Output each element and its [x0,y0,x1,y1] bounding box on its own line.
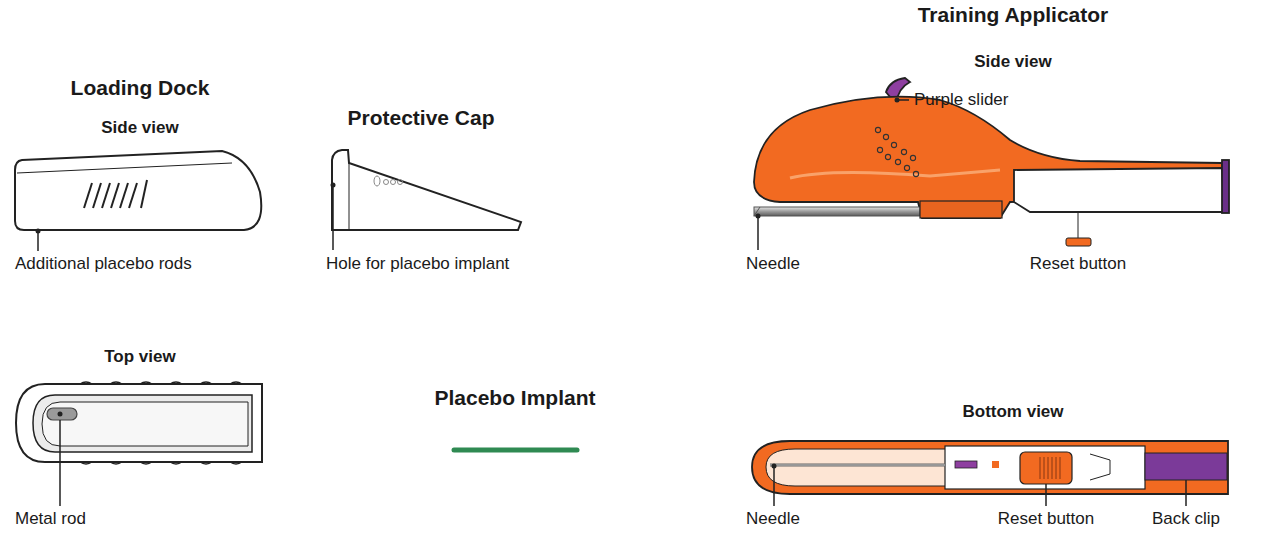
loading-dock-side-part [102,183,110,208]
part-label: Needle [746,509,800,529]
loading-dock-side-part [36,229,41,234]
protective-cap-part [398,180,403,185]
applicator-bottom-part [770,465,945,466]
part-label: Needle [746,254,800,274]
applicator-side-part [754,97,1224,218]
loading-dock-top-part [59,420,61,506]
applicator-bottom-part-part [1040,457,1041,479]
applicator-side-part [1066,238,1091,246]
protective-cap-part [391,180,396,185]
applicator-side-part-part [901,149,906,154]
part-label: Reset button [998,509,1094,529]
section-heading: Training Applicator [918,2,1109,27]
applicator-bottom-part [1045,484,1047,506]
loading-dock-side [15,151,261,251]
view-heading: Bottom view [962,402,1063,422]
part-label: Back clip [1152,509,1220,529]
applicator-side-part [920,201,1002,218]
applicator-bottom-part [773,466,775,506]
loading-dock-top-part [80,462,242,464]
placebo-implant [454,450,577,451]
applicator-side-part [790,170,1000,178]
placebo-implant-part [454,448,577,453]
loading-dock-side-part [17,163,232,173]
view-heading: Side view [974,52,1051,72]
section-heading: Loading Dock [71,75,210,100]
applicator-bottom-part-part [1044,457,1045,479]
loading-dock-top-part [16,384,262,462]
applicator-bottom-part [1020,452,1072,484]
applicator-side-part-part [913,171,918,176]
section-heading: Placebo Implant [434,385,595,410]
protective-cap-part [349,163,350,230]
loading-dock-side-part [129,183,137,208]
applicator-bottom-part [752,441,1228,494]
view-heading: Top view [104,347,175,367]
applicator-bottom-part [992,461,999,468]
applicator-bottom-part [945,446,1145,489]
protective-cap-part [384,180,389,185]
applicator-bottom-part-part [1060,457,1061,479]
applicator-bottom-part [1090,454,1110,480]
applicator-bottom-part [772,464,777,469]
loading-dock-top-part [33,395,252,452]
loading-dock-side-part [141,180,147,208]
part-label: Purple slider [914,90,1009,110]
loading-dock-side-part [15,151,261,230]
applicator-bottom-part-part [1052,457,1053,479]
applicator-bottom-part [955,461,977,468]
applicator-side-part-part [910,155,915,160]
applicator-side-part-part [895,159,900,164]
protective-cap [331,150,522,250]
applicator-side-part [1222,160,1229,213]
part-label: Metal rod [15,509,86,529]
protective-cap-part [374,176,380,186]
section-heading: Protective Cap [347,105,494,130]
loading-dock-top-part [42,402,248,446]
applicator-side-part [757,216,759,250]
loading-dock-side-part [111,183,119,208]
loading-dock-top-part [47,408,77,420]
applicator-side-part [875,127,918,176]
applicator-side-part [895,98,900,103]
applicator-bottom-part [770,464,945,467]
part-label: Reset button [1030,254,1126,274]
loading-dock-top [16,382,262,506]
applicator-bottom-part [1040,457,1060,479]
protective-cap-part [332,150,521,230]
applicator-bottom [752,441,1228,506]
applicator-bottom-part-part [1056,457,1057,479]
applicator-side-part-part [875,127,880,132]
applicator-side-part-part [885,154,890,159]
applicator-side [754,78,1229,250]
applicator-bottom-part [1185,480,1187,506]
applicator-bottom-part [1145,453,1227,480]
part-label: Additional placebo rods [15,254,192,274]
loading-dock-side-part [120,183,128,208]
loading-dock-top-part [58,412,63,417]
applicator-side-part [754,207,920,216]
protective-cap-part [332,187,334,250]
applicator-side-part-part [883,134,888,139]
protective-cap-part [331,183,336,188]
applicator-side-part [1014,168,1224,212]
view-heading: Side view [101,118,178,138]
loading-dock-side-part [84,183,92,208]
loading-dock-side-part [37,231,39,251]
loading-dock-side-part [93,183,101,208]
applicator-side-part [756,214,761,219]
applicator-side-part-part [891,142,896,147]
applicator-bottom-part-part [1048,457,1049,479]
applicator-side-part-part [904,165,909,170]
applicator-side-part-part [877,147,882,152]
loading-dock-top-part [80,382,242,384]
part-label: Hole for placebo implant [326,254,509,274]
applicator-side-part [1078,213,1079,238]
